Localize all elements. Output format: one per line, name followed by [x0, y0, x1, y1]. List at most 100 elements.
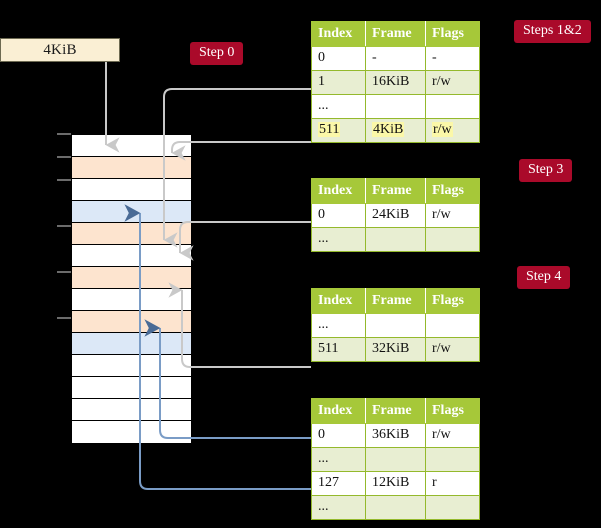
cell-frame: [365, 227, 426, 252]
cell-flags: r/w: [425, 70, 480, 95]
badge-steps-1-2: Steps 1&2: [514, 20, 591, 43]
badge-step-4-label: Step 4: [526, 269, 562, 284]
cell-index: ...: [311, 94, 366, 119]
column-header-flags: Flags: [425, 21, 480, 47]
table-row: ...: [311, 313, 480, 338]
cell-index: 511: [311, 118, 366, 143]
badge-step-3-label: Step 3: [528, 162, 564, 177]
column-header-flags: Flags: [425, 288, 480, 314]
cell-frame: 4KiB: [365, 118, 426, 143]
memory-tick-1: [57, 156, 71, 158]
memory-frame-row: [72, 333, 191, 355]
cell-flags: r: [425, 471, 480, 496]
cell-frame: 36KiB: [365, 423, 426, 448]
badge-step-3: Step 3: [519, 159, 573, 182]
table-row: ...: [311, 94, 480, 119]
memory-tick-0: [57, 133, 71, 135]
column-header-index: Index: [311, 288, 366, 314]
cell-flags: -: [425, 46, 480, 71]
column-header-index: Index: [311, 21, 366, 47]
column-header-frame: Frame: [365, 398, 426, 424]
wire-step12-table4-511-to-memory: [171, 141, 311, 161]
memory-frame-row: [72, 223, 191, 245]
memory-frame-row: [72, 421, 191, 443]
cell-index: 511: [311, 337, 366, 362]
badge-step-0: Step 0: [190, 42, 244, 65]
source-size-box: 4KiB: [0, 38, 120, 62]
cell-flags: [425, 313, 480, 338]
cell-index: ...: [311, 495, 366, 520]
memory-tick-5: [57, 317, 71, 319]
cell-index: 0: [311, 203, 366, 228]
cell-flags: r/w: [425, 423, 480, 448]
cell-flags: r/w: [425, 337, 480, 362]
wire-step4-table2-to-memory: [168, 282, 311, 368]
highlighted-value: 4KiB: [372, 122, 405, 137]
column-header-frame: Frame: [365, 288, 426, 314]
cell-index: 0: [311, 423, 366, 448]
table-row: ...: [311, 495, 480, 520]
memory-frame-row: [72, 201, 191, 223]
cell-frame: -: [365, 46, 426, 71]
cell-frame: 32KiB: [365, 337, 426, 362]
cell-flags: [425, 227, 480, 252]
highlighted-value: 511: [318, 122, 341, 137]
cell-frame: 24KiB: [365, 203, 426, 228]
column-header-flags: Flags: [425, 398, 480, 424]
cell-frame: [365, 313, 426, 338]
memory-frame-row: [72, 135, 191, 157]
cell-index: ...: [311, 227, 366, 252]
column-header-index: Index: [311, 398, 366, 424]
table-row: ...: [311, 227, 480, 252]
column-header-frame: Frame: [365, 21, 426, 47]
cell-index: 0: [311, 46, 366, 71]
memory-frame-row: [72, 289, 191, 311]
badge-steps-1-2-label: Steps 1&2: [523, 23, 582, 38]
column-header-index: Index: [311, 178, 366, 204]
cell-frame: [365, 447, 426, 472]
badge-step-4: Step 4: [517, 266, 571, 289]
memory-tick-4: [57, 271, 71, 273]
column-header-flags: Flags: [425, 178, 480, 204]
cell-index: 127: [311, 471, 366, 496]
cell-index: ...: [311, 447, 366, 472]
cell-flags: [425, 447, 480, 472]
memory-frame-row: [72, 311, 191, 333]
memory-frame-row: [72, 245, 191, 267]
cell-flags: [425, 94, 480, 119]
memory-frame-row: [72, 157, 191, 179]
wire-step3-table3-to-memory: [179, 221, 311, 261]
column-header-frame: Frame: [365, 178, 426, 204]
table-row: ...: [311, 447, 480, 472]
cell-frame: 16KiB: [365, 70, 426, 95]
memory-frame-row: [72, 355, 191, 377]
memory-tick-2: [57, 179, 71, 181]
cell-index: 1: [311, 70, 366, 95]
badge-step-0-label: Step 0: [199, 45, 235, 60]
memory-frame-row: [72, 267, 191, 289]
physical-memory-column: [71, 134, 191, 443]
source-size-label: 4KiB: [43, 41, 77, 58]
memory-tick-3: [57, 225, 71, 227]
table-row: 0--: [311, 46, 480, 71]
